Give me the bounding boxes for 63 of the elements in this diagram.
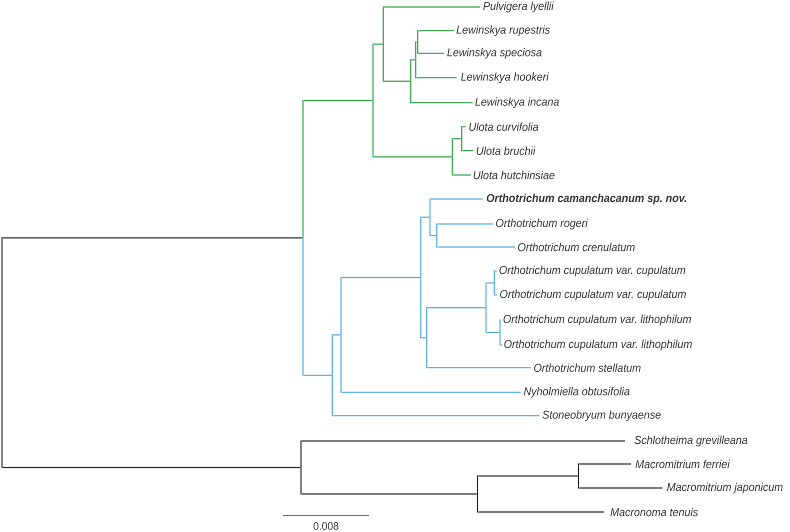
- branch-line: [412, 102, 473, 104]
- branch-line: [384, 6, 480, 8]
- branch-line: [500, 344, 502, 346]
- branch-line: [304, 374, 332, 376]
- branch-line: [342, 276, 420, 278]
- branch-line: [495, 294, 497, 296]
- branch-line: [486, 332, 500, 334]
- branch-line: [418, 30, 454, 32]
- taxon-label: Lewinskya hookeri: [461, 72, 549, 84]
- taxon-label: Ulota bruchii: [476, 146, 536, 155]
- taxon-label: Orthotrichum camanchacanum sp. nov.: [486, 194, 686, 204]
- taxon-label: Orthotrichum cupulatum var. lithophilum: [503, 314, 691, 326]
- taxon-label: Nyholmiella obtusifolia: [524, 386, 630, 398]
- branch-line: [418, 52, 444, 54]
- branch-line: [430, 198, 483, 200]
- branch-line: [428, 307, 486, 308]
- branch-line: [302, 493, 477, 495]
- branch-line: [384, 80, 410, 82]
- branch-line: [304, 100, 372, 102]
- branch-line: [438, 223, 493, 225]
- taxon-label: Stoneobryum bunyaense: [542, 410, 661, 422]
- taxon-label: Lewinskya speciosa: [447, 48, 542, 59]
- branch-line: [486, 282, 494, 284]
- branch-line: [428, 367, 531, 368]
- branch-line: [422, 216, 430, 218]
- taxon-label: Orthotrichum cupulatum var. lithophilum: [504, 340, 692, 350]
- branch-line: [412, 59, 415, 60]
- taxon-label: Macromitrium ferriei: [636, 460, 730, 468]
- taxon-label: Ulota hutchinsiae: [474, 170, 555, 180]
- taxon-label: Macronoma tenuis: [610, 508, 698, 516]
- branch-line: [478, 475, 578, 477]
- branch-line: [333, 334, 340, 336]
- branch-line: [462, 126, 466, 128]
- branch-line: [453, 174, 471, 176]
- branch-line: [579, 487, 662, 489]
- taxon-label: Orthotrichum rogeri: [496, 218, 588, 230]
- branch-line: [430, 234, 436, 236]
- taxon-label: Orthotrichum crenulatum: [518, 242, 635, 252]
- branch-line: [495, 270, 497, 272]
- branch-line: [438, 246, 515, 248]
- branch-line: [333, 415, 540, 416]
- branch-line: [374, 44, 382, 45]
- taxon-label: Lewinskya incana: [475, 97, 559, 108]
- taxon-label: Orthotrichum cupulatum var. cupulatum: [500, 290, 686, 300]
- taxon-label: Ulota curvifolia: [469, 122, 538, 131]
- taxon-label: Lewinskya rupestris: [456, 25, 550, 36]
- branch-line: [2, 237, 302, 238]
- branch-line: [462, 150, 474, 152]
- taxon-label: Pulvigera lyellii: [483, 2, 554, 12]
- scale-label: 0.008: [314, 522, 338, 530]
- branch-line: [2, 466, 300, 468]
- taxon-label: Macromitrium japonicum: [667, 482, 783, 494]
- taxon-label: Orthotrichum cupulatum var. cupulatum: [499, 266, 686, 276]
- branch-line: [453, 138, 461, 140]
- branch-line: [302, 440, 625, 442]
- branch-line: [422, 337, 426, 338]
- branch-line: [579, 463, 631, 465]
- branch-line: [478, 511, 604, 513]
- branch-line: [416, 77, 457, 78]
- branch-line: [374, 156, 452, 158]
- taxon-label: Schlotheima grevilleana: [634, 436, 748, 446]
- taxon-label: Orthotrichum stellatum: [534, 363, 641, 372]
- branch-line: [342, 392, 521, 393]
